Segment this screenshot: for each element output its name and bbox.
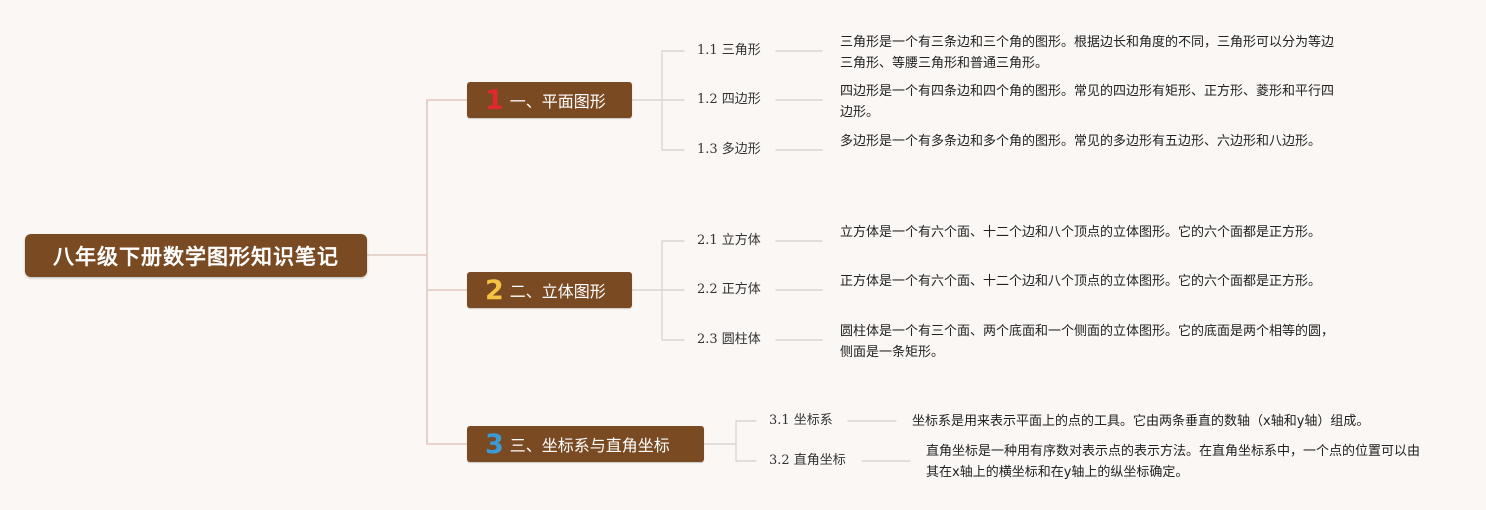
- topic-label: 坐标系: [793, 413, 833, 428]
- topic-label: 三角形: [721, 43, 761, 58]
- topic-number: 2.2: [697, 282, 718, 297]
- topic-label: 正方体: [721, 282, 761, 297]
- topic-number: 1.2: [697, 92, 718, 107]
- topic-number: 3.1: [769, 413, 790, 428]
- root-topic[interactable]: 八年级下册数学图形知识笔记: [25, 234, 367, 277]
- branch-label: 三、坐标系与直角坐标: [509, 436, 670, 455]
- branch-solid-figures[interactable]: 2 二、立体图形: [467, 272, 632, 308]
- topic-to-description-lines: [775, 50, 911, 462]
- root-title: 八年级下册数学图形知识笔记: [53, 244, 339, 269]
- topic-number: 1.3: [697, 142, 718, 157]
- desc-polygon: 多边形是一个有多条边和多个角的图形。常见的多边形有五边形、六边形和八边形。: [840, 134, 1322, 149]
- topic-label: 多边形: [721, 142, 761, 157]
- desc-triangle: 三角形是一个有三条边和三个角的图形。根据边长和角度的不同，三角形可以分为等边三角…: [840, 35, 1335, 71]
- branch-number: 3: [485, 428, 504, 460]
- topic-number: 3.2: [769, 453, 790, 468]
- branch-number: 2: [485, 274, 504, 306]
- topic-label: 四边形: [721, 92, 761, 107]
- topic-label: 圆柱体: [721, 332, 761, 347]
- desc-regular-cube: 正方体是一个有六个面、十二个边和八个顶点的立体图形。它的六个面都是正方形。: [840, 274, 1322, 289]
- branch-label: 一、平面图形: [509, 92, 606, 111]
- desc-cylinder: 圆柱体是一个有三个面、两个底面和一个侧面的立体图形。它的底面是两个相等的圆，侧面…: [840, 324, 1335, 360]
- branch-plane-figures[interactable]: 1 一、平面图形: [467, 82, 632, 118]
- branch-number: 1: [485, 84, 504, 116]
- desc-coordinate-system: 坐标系是用来表示平面上的点的工具。它由两条垂直的数轴（x轴和y轴）组成。: [912, 414, 1370, 429]
- topic-number: 2.1: [697, 233, 718, 248]
- desc-quadrilateral: 四边形是一个有四条边和四个角的图形。常见的四边形有矩形、正方形、菱形和平行四边形…: [840, 84, 1335, 120]
- topic-number: 1.1: [697, 43, 718, 58]
- topic-label: 立方体: [721, 233, 761, 248]
- desc-cube: 立方体是一个有六个面、十二个边和八个顶点的立体图形。它的六个面都是正方形。: [840, 225, 1322, 240]
- branch-3-connector: [703, 420, 757, 462]
- topic-number: 2.3: [697, 332, 718, 347]
- topic-label: 直角坐标: [793, 453, 846, 468]
- branch-label: 二、立体图形: [509, 282, 606, 301]
- branch-1-connector: [631, 50, 685, 151]
- branch-2-connector: [631, 240, 685, 341]
- desc-cartesian-coordinates: 直角坐标是一种用有序数对表示点的表示方法。在直角坐标系中，一个点的位置可以由其在…: [926, 444, 1421, 480]
- root-to-branches-connector: [366, 99, 468, 445]
- branch-coordinate-system[interactable]: 3 三、坐标系与直角坐标: [467, 426, 704, 462]
